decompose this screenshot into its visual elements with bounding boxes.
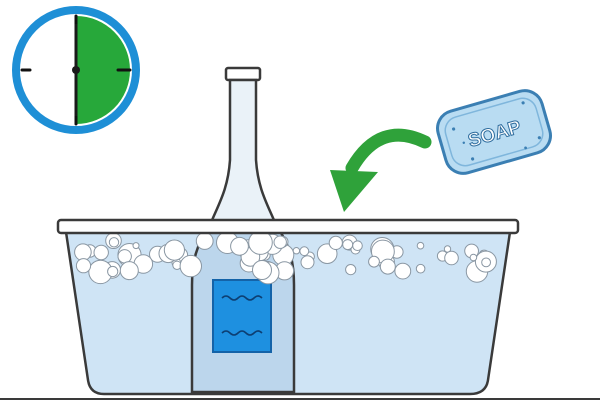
bubble — [469, 253, 478, 262]
bubble — [342, 239, 354, 251]
clock-elapsed-sector — [76, 16, 130, 124]
bubble — [108, 237, 120, 248]
label-wave-top — [221, 295, 263, 301]
bubble — [328, 235, 343, 250]
bubble — [252, 260, 272, 280]
bubble — [195, 232, 214, 250]
bubble — [93, 244, 109, 261]
clock-center — [72, 66, 80, 74]
bottle-neck — [208, 78, 278, 227]
soap-inner-rim — [444, 97, 544, 167]
soap-bar-icon: SOAP — [436, 89, 552, 175]
bubble — [74, 243, 92, 261]
bubble — [119, 261, 139, 281]
bubble — [481, 257, 492, 268]
arrow-head — [330, 170, 378, 212]
bubble — [75, 258, 92, 274]
bubble — [300, 255, 315, 270]
bubble — [163, 239, 185, 261]
basin-rim — [56, 218, 520, 235]
bubble — [179, 254, 203, 278]
bottle-cap — [224, 66, 262, 82]
bottle — [208, 66, 278, 227]
bottle-label — [212, 279, 272, 353]
bubble — [230, 236, 249, 256]
curved-arrow-icon — [330, 128, 432, 212]
bubble — [299, 246, 310, 257]
bubble — [368, 255, 380, 268]
soap-body — [436, 89, 552, 175]
bubble — [117, 249, 132, 264]
bubble — [292, 247, 301, 255]
bubble — [107, 265, 119, 278]
label-wave-bottom — [221, 330, 263, 336]
bubble — [273, 235, 287, 249]
arrow-shaft — [345, 128, 432, 175]
bubble — [444, 250, 459, 266]
basin — [56, 218, 520, 396]
basin-outline — [64, 230, 512, 396]
bubble — [394, 262, 412, 280]
half-hour-clock-icon — [12, 6, 140, 134]
bubble — [379, 258, 396, 275]
bubble — [416, 241, 425, 250]
bubble — [248, 230, 273, 255]
bubble — [345, 264, 357, 276]
bubble — [352, 240, 363, 251]
bubble — [415, 263, 426, 274]
bubble — [132, 242, 140, 250]
